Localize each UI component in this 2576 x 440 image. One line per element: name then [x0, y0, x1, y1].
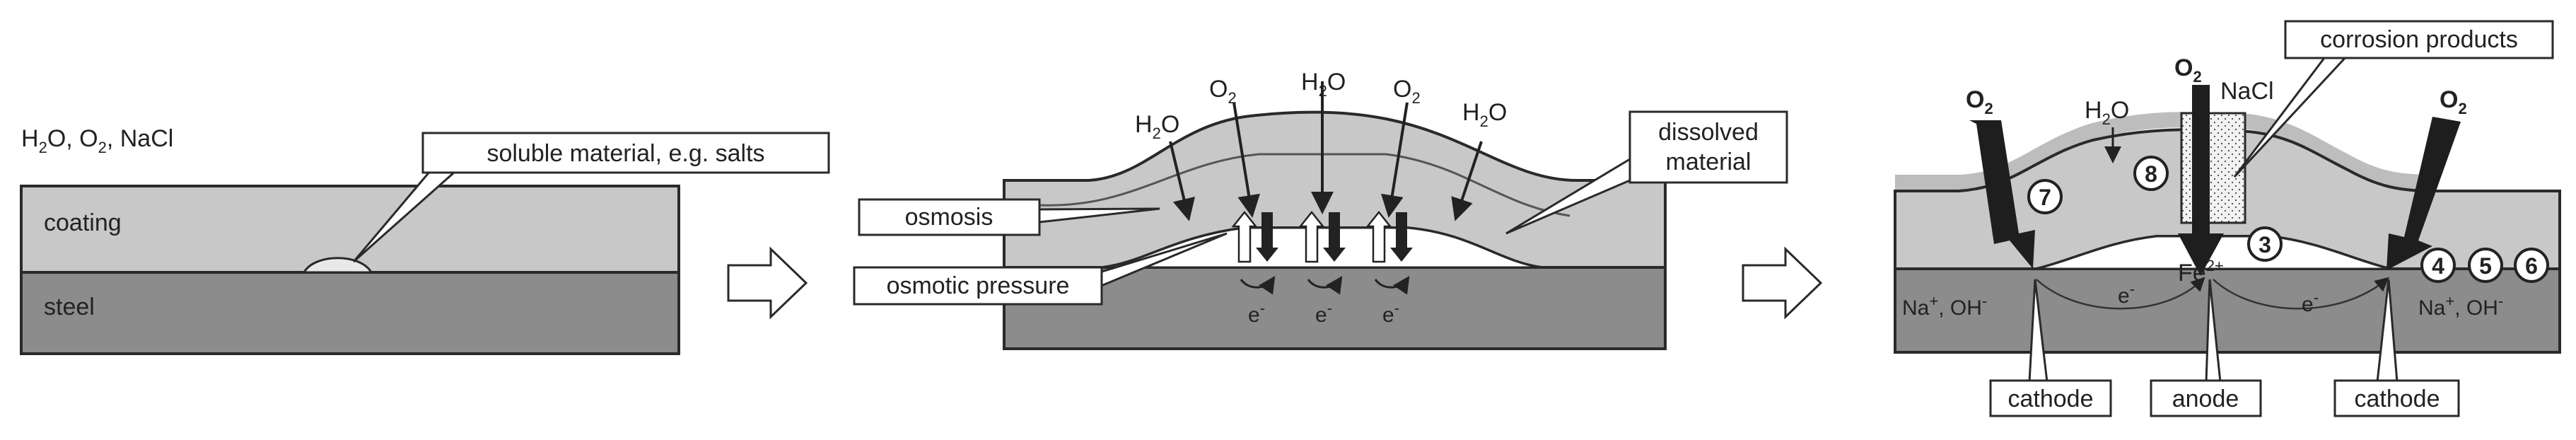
- h2o-arrows: [1169, 81, 1483, 221]
- panel-1-initial-state: soluble material, e.g. salts coating ste…: [20, 125, 830, 355]
- cathode-left-label: cathode: [2008, 386, 2094, 412]
- cathode-left-box: [1989, 379, 2112, 417]
- cathode-right-label: cathode: [2355, 386, 2440, 412]
- electron-label-2: e-: [1315, 299, 1332, 327]
- pressure-arrows: [1231, 210, 1413, 263]
- marker-5: [2468, 248, 2503, 283]
- electron-left: e-: [2118, 280, 2135, 308]
- h2o-label: H2O: [2085, 97, 2129, 128]
- electron-swirls: [1240, 276, 1410, 295]
- osmosis-box: [858, 198, 1041, 236]
- dissolved-box: [1628, 110, 1788, 184]
- fe-ion-label: Fe2+: [2178, 257, 2224, 286]
- panel-2-osmosis: e- e- e- H2O O2 H2O O2 H2O osmosis osmot…: [853, 69, 1788, 350]
- osmotic-pressure-box: [853, 266, 1103, 306]
- step-markers: 7 8 3 4 5 6: [2027, 156, 2549, 283]
- h2o-label-1: H2O: [1135, 111, 1179, 142]
- coating-layer: [20, 185, 680, 274]
- o2-label-center: O2: [2174, 54, 2202, 86]
- o2-label-right: O2: [2440, 86, 2467, 117]
- salt-callout-label: soluble material, e.g. salts: [486, 140, 764, 167]
- dissolved-label-line2: material: [1666, 149, 1752, 175]
- coating-label: coating: [44, 209, 122, 236]
- salt-callout-box: [421, 132, 830, 174]
- steel-layer: [20, 271, 680, 355]
- electron-label-3: e-: [1382, 299, 1399, 327]
- marker-4-text: 4: [2432, 253, 2444, 279]
- electron-label-1: e-: [1248, 299, 1265, 327]
- steel-label: steel: [44, 294, 95, 320]
- o2-arrow-right: [2386, 117, 2461, 270]
- o2-label-1: O2: [1209, 76, 1237, 107]
- environment-label: H2O, O2, NaCl: [21, 125, 173, 156]
- steel-layer-3: [1894, 267, 2561, 354]
- corrosion-products-label: corrosion products: [2320, 26, 2518, 53]
- corrosion-products-box: [2284, 20, 2554, 59]
- marker-7-text: 7: [2039, 185, 2051, 210]
- o2-label-left: O2: [1966, 86, 1993, 117]
- h2o-label-3: H2O: [1462, 99, 1507, 130]
- marker-3: [2247, 226, 2283, 262]
- marker-8-text: 8: [2145, 161, 2157, 187]
- transition-arrow-1: [727, 246, 808, 320]
- marker-4: [2420, 248, 2456, 283]
- marker-7: [2027, 179, 2063, 214]
- osmotic-pressure-label: osmotic pressure: [887, 272, 1070, 299]
- osmosis-label: osmosis: [905, 204, 993, 231]
- marker-3-text: 3: [2259, 232, 2271, 257]
- o2-arrow-center: [2178, 85, 2224, 276]
- cathode-right-box: [2333, 379, 2460, 417]
- marker-6: [2514, 248, 2549, 283]
- osmosis-band: [1039, 153, 1570, 217]
- panel-3-corrosion: e- e- O2 O2 O2 H2O NaCl Fe2+ Na+, OH- Na…: [1894, 20, 2561, 417]
- o2-arrow-left: [1969, 120, 2035, 269]
- marker-5-text: 5: [2479, 253, 2492, 279]
- electron-right: e-: [2302, 289, 2319, 316]
- anode-box: [2150, 379, 2262, 417]
- o2-label-2: O2: [1393, 76, 1421, 107]
- h2o-label-2: H2O: [1301, 69, 1346, 100]
- current-arcs: [2036, 277, 2389, 310]
- transition-arrow-2: [1742, 246, 1823, 320]
- dissolved-label-line1: dissolved: [1658, 119, 1759, 146]
- marker-6-text: 6: [2525, 253, 2538, 279]
- corrosion-plug: [2180, 112, 2246, 224]
- marker-8: [2133, 156, 2169, 191]
- na-oh-right: Na+, OH-: [2418, 292, 2503, 320]
- nacl-label: NaCl: [2220, 78, 2274, 105]
- anode-label: anode: [2172, 386, 2239, 412]
- na-oh-left: Na+, OH-: [1902, 292, 1987, 320]
